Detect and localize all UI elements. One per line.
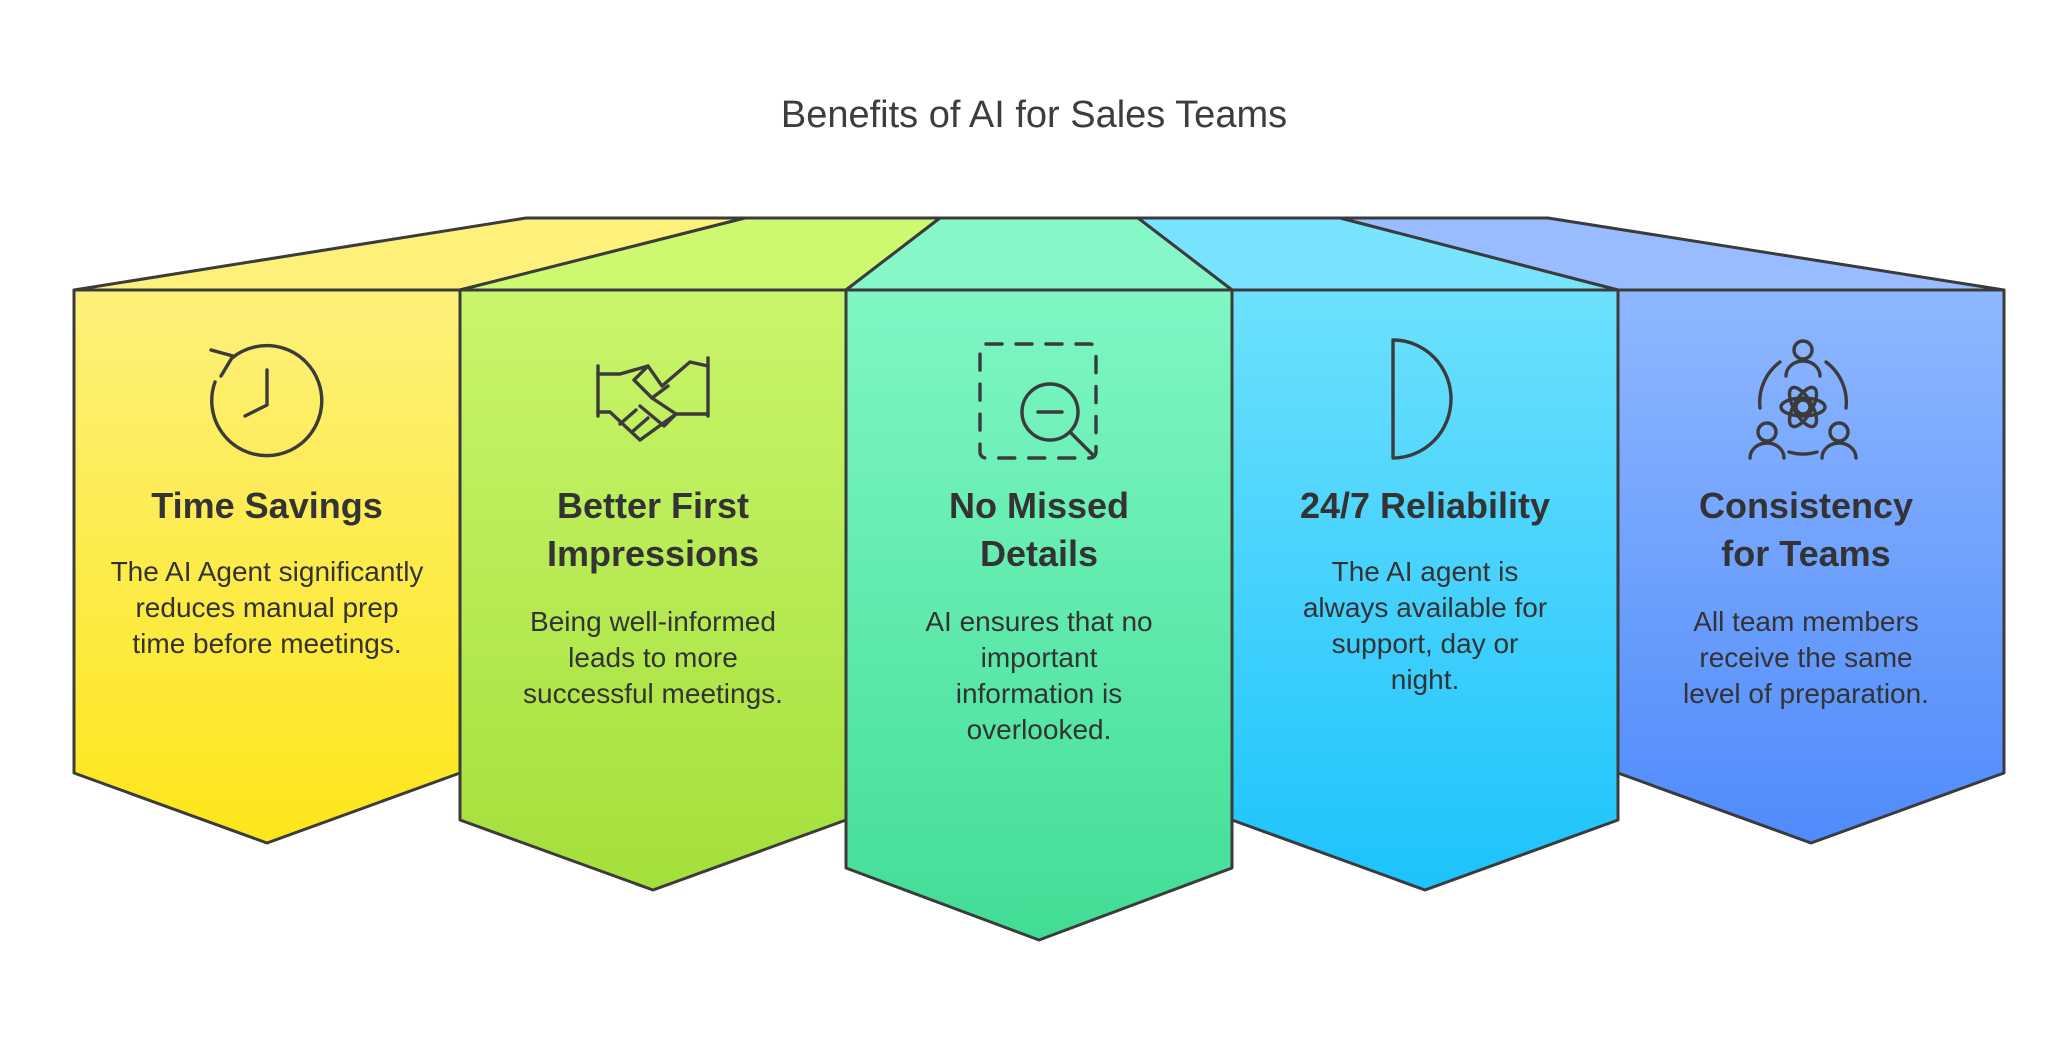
- panel-no-missed-details: [844, 288, 1234, 942]
- panel-time-savings: [72, 288, 462, 845]
- panel-description: AI ensures that no important information…: [925, 606, 1153, 745]
- clock-rewind-icon: [209, 343, 324, 458]
- panel-24-7-reliability-text: 24/7 Reliability The AI agent is always …: [1232, 482, 1618, 698]
- panel-consistency-for-teams-text: Consistency for Teams All team members r…: [1618, 482, 1994, 712]
- handshake-icon: [596, 356, 710, 442]
- panel-description: Being well-informed leads to more succes…: [523, 606, 783, 709]
- magnifier-icon: [978, 342, 1098, 460]
- panel-title: Time Savings: [151, 485, 383, 526]
- panel-description: The AI Agent significantly reduces manua…: [110, 556, 424, 659]
- team-gear-icon: [1748, 339, 1858, 460]
- panel-better-first-impressions-text: Better First Impressions Being well-info…: [460, 482, 846, 712]
- panel-title: No Missed Details: [948, 485, 1130, 574]
- panel-title: 24/7 Reliability: [1299, 485, 1551, 526]
- half-moon-icon: [1391, 338, 1453, 460]
- panel-description: The AI agent is always available for sup…: [1302, 556, 1548, 695]
- panel-description: All team members receive the same level …: [1683, 606, 1929, 709]
- panel-title: Consistency for Teams: [1698, 485, 1914, 574]
- panel-no-missed-details-text: No Missed Details AI ensures that no imp…: [846, 482, 1232, 748]
- panel-better-first-impressions: [458, 288, 848, 892]
- diagram-title: Benefits of AI for Sales Teams: [780, 94, 1288, 136]
- panel-consistency-for-teams: [1616, 288, 2006, 845]
- panel-24-7-reliability: [1230, 288, 1620, 892]
- panel-title: Better First Impressions: [546, 485, 760, 574]
- panel-time-savings-text: Time Savings The AI Agent significantly …: [74, 482, 460, 662]
